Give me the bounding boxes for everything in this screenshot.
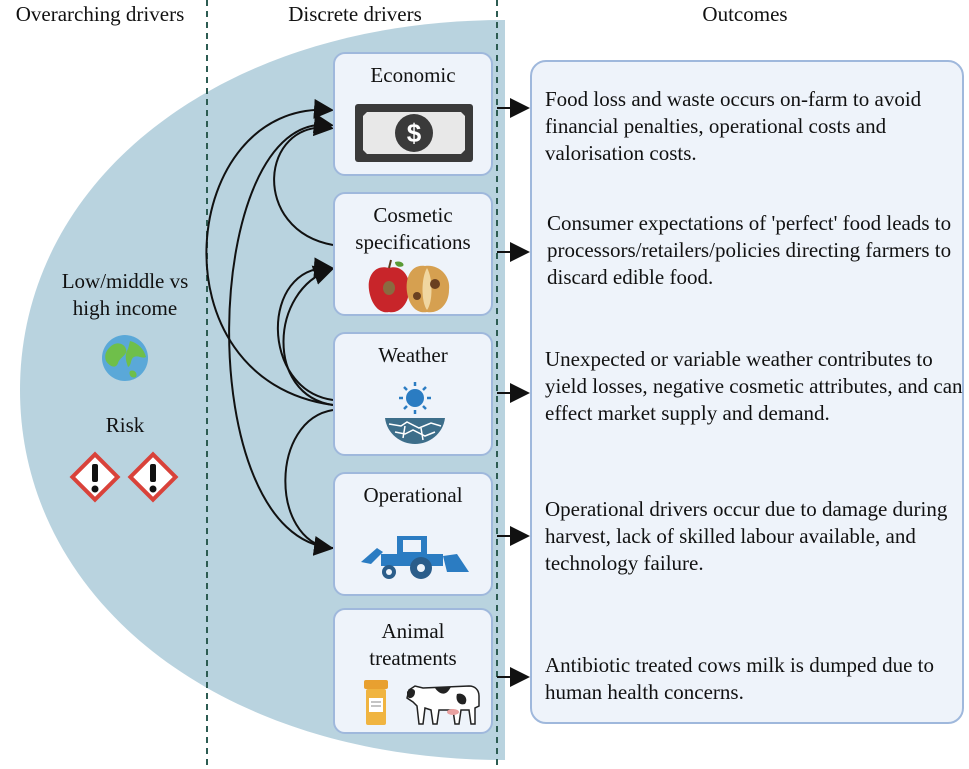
outcome-economic: Food loss and waste occurs on-farm to av… bbox=[545, 87, 922, 165]
pill-bottle-icon bbox=[364, 680, 388, 725]
driver-box-animal: Animal treatments bbox=[333, 608, 493, 734]
tractor-icon bbox=[361, 536, 469, 579]
driver-box-economic: Economic $ bbox=[333, 52, 493, 176]
hazard-icon bbox=[69, 451, 121, 503]
outcome-arrows bbox=[497, 98, 530, 687]
header-discrete-drivers: Discrete drivers bbox=[288, 2, 422, 26]
driver-title: Animal treatments bbox=[369, 619, 457, 670]
globe-icon bbox=[102, 335, 148, 381]
driver-box-weather: Weather bbox=[333, 332, 493, 456]
header-outcomes: Outcomes bbox=[702, 2, 788, 26]
cow-icon bbox=[406, 685, 480, 725]
outcomes-panel bbox=[530, 60, 964, 724]
driver-title: Economic bbox=[370, 63, 456, 87]
driver-title: Weather bbox=[378, 343, 448, 367]
header-overarching-drivers: Overarching drivers bbox=[15, 2, 185, 26]
sun-icon bbox=[385, 382, 445, 444]
driver-box-cosmetic: Cosmetic specifications bbox=[333, 192, 493, 316]
apple-icon bbox=[368, 259, 450, 313]
driver-title: Cosmetic specifications bbox=[355, 203, 471, 254]
outcome-animal: Antibiotic treated cows milk is dumped d… bbox=[545, 653, 935, 704]
dollar-bill-icon: $ bbox=[355, 104, 473, 162]
risk-label: Risk bbox=[105, 413, 145, 437]
hazard-icon bbox=[127, 451, 179, 503]
income-label: Low/middle vs high income bbox=[61, 269, 189, 320]
outcome-cosmetic: Consumer expectations of 'perfect' food … bbox=[547, 211, 952, 289]
outcome-operational: Operational drivers occur due to damage … bbox=[545, 497, 948, 575]
outcome-weather: Unexpected or variable weather contribut… bbox=[545, 347, 963, 425]
driver-box-operational: Operational bbox=[333, 472, 493, 596]
driver-feedback-arrows bbox=[205, 98, 334, 556]
driver-title: Operational bbox=[363, 483, 463, 507]
svg-text:$: $ bbox=[407, 118, 422, 148]
